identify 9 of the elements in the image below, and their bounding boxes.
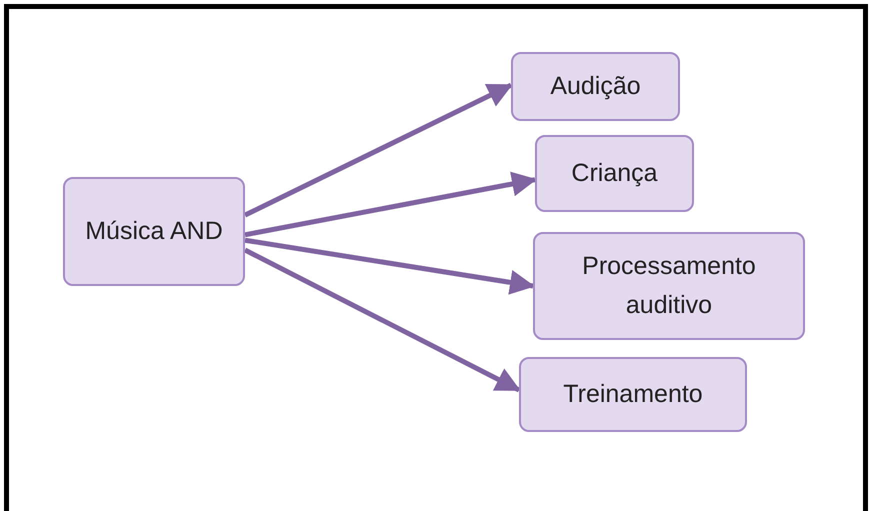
node-box: Criança (535, 135, 694, 212)
arrow (244, 248, 521, 392)
node-box: Audição (511, 52, 680, 121)
arrow (244, 82, 513, 218)
arrow (244, 238, 535, 295)
node-box: Processamento auditivo (533, 232, 805, 340)
node-box: Treinamento (519, 357, 747, 432)
node-box: Música AND (63, 177, 245, 286)
arrow (244, 172, 537, 238)
